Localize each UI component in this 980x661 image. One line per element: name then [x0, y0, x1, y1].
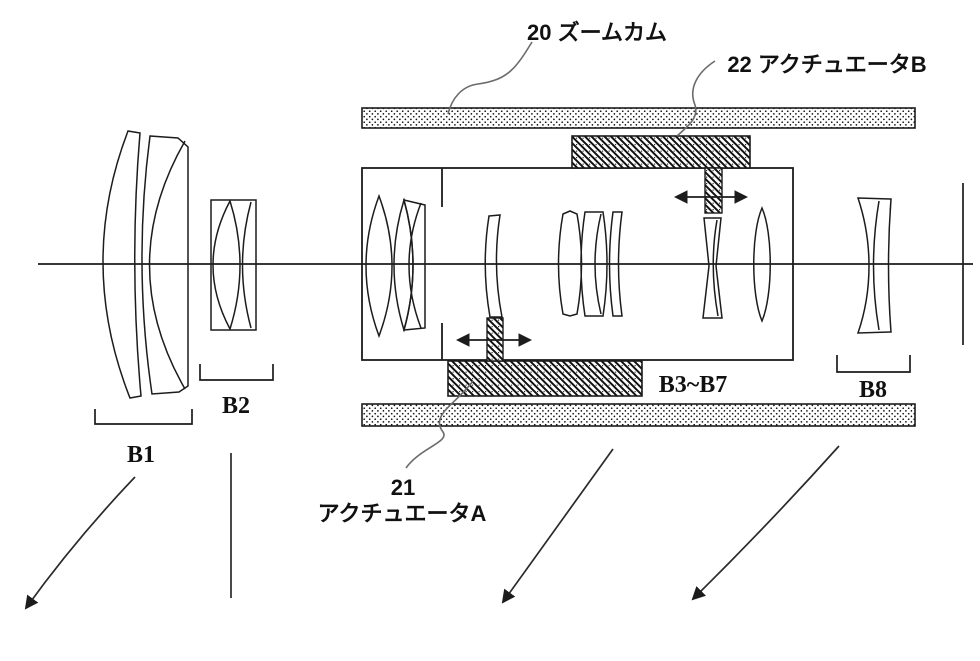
movement-marks	[24, 445, 840, 610]
rear-lens-in-housing	[753, 206, 771, 323]
b1-movement-arrow	[24, 476, 136, 610]
actuator-a-assembly	[447, 317, 643, 397]
zoom-cam-leader	[447, 41, 533, 115]
variator-lens-on-actuator-b	[702, 217, 723, 319]
lens-group-b3-b7	[365, 193, 771, 339]
middle-lens-2	[580, 211, 608, 317]
actuator-b-assembly	[571, 135, 751, 214]
actuator-a-leader	[405, 380, 474, 469]
focus-lens-on-actuator-a	[484, 214, 503, 318]
lens-group-b1	[102, 130, 189, 399]
b1-element-2	[141, 135, 189, 395]
b3-lens-3	[402, 198, 426, 331]
group-brackets	[94, 355, 911, 425]
b3-inner-surface	[408, 202, 422, 329]
middle-cemented-surface	[594, 213, 602, 315]
zoom-cam-top-bar	[361, 107, 916, 129]
b3-b7-movement-arrow	[501, 448, 614, 604]
b2-cemented-surface	[241, 201, 252, 329]
b1-element-1	[102, 130, 142, 399]
actuator-b-leader	[676, 60, 716, 137]
b2-outline	[210, 199, 257, 331]
b8-movement-arrow	[691, 445, 840, 601]
b2-biconvex-element	[212, 199, 241, 331]
middle-lens-1	[557, 210, 583, 317]
actuator-b-label: 22 アクチュエータB	[727, 52, 926, 77]
b2-bracket	[199, 364, 274, 381]
actuator-a-name-label: アクチュエータA	[318, 501, 487, 526]
zoom-cam-label: 20 ズームカム	[527, 20, 667, 45]
b3-lens-2	[393, 197, 414, 333]
zoom-cam-bars	[361, 107, 916, 427]
b8-group-label: B8	[859, 377, 887, 403]
zoom-cam-bottom-bar	[361, 403, 916, 427]
actuator-a-number-label: 21	[391, 475, 415, 500]
leader-lines	[405, 41, 716, 469]
b8-cemented-surface	[872, 200, 880, 331]
b8-element	[856, 197, 892, 334]
actuator-b-stem	[704, 167, 723, 214]
b3-lens-1	[365, 193, 393, 339]
b1-cemented-surface	[148, 140, 186, 390]
lens-group-b8	[856, 197, 892, 334]
b2-group-label: B2	[222, 393, 250, 419]
b3-b7-group-label: B3~B7	[659, 372, 728, 398]
actuator-b-body	[571, 135, 751, 169]
b8-bracket	[836, 355, 911, 373]
b1-group-label: B1	[127, 442, 155, 468]
actuator-a-body	[447, 360, 643, 397]
middle-lens-3	[608, 211, 623, 317]
b1-bracket	[94, 409, 193, 425]
lens-group-b2	[210, 199, 257, 331]
variator-inner-surface	[712, 219, 719, 317]
